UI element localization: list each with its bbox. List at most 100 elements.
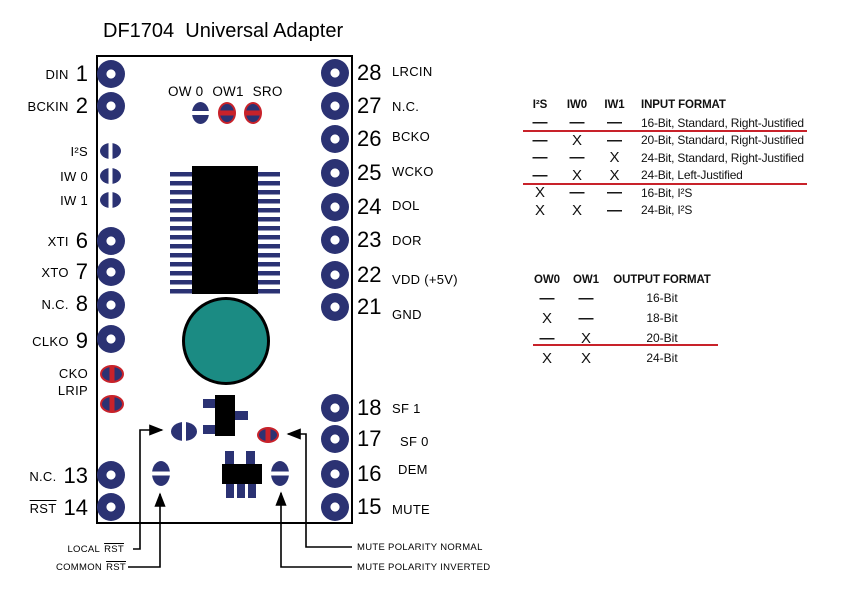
table-cell: 24-Bit, Standard, Right-Justified (641, 150, 804, 165)
pin-label: WCKO (392, 163, 434, 179)
table-cell: — (532, 131, 548, 149)
pad-hole-mute (321, 493, 349, 521)
pad-hole-nc13 (97, 461, 125, 489)
pad-hole-din (97, 60, 125, 88)
callout-text: LOCAL (67, 544, 101, 555)
pin-number: 14 (63, 495, 88, 520)
callout-rst-overline: RST (104, 544, 124, 555)
pin-label: GND (392, 306, 422, 322)
pin-number: 8 (75, 291, 88, 316)
crystal-component (182, 297, 270, 385)
table-cell: X (541, 309, 552, 327)
table-cell: — (569, 114, 585, 132)
table-cell: 18-Bit (646, 311, 678, 325)
ic-pins-right (257, 172, 280, 294)
right-pin-gnd: 21 GND (357, 293, 422, 322)
pin-label: DOL (392, 197, 420, 213)
jumper-pad-cko-closed (100, 365, 124, 383)
pad-hole-wcko (321, 159, 349, 187)
pad-hole-nc27 (321, 92, 349, 120)
small-ic-pin (246, 451, 255, 465)
pad-hole-clko (97, 325, 125, 353)
callout-text: MUTE POLARITY INVERTED (357, 562, 491, 573)
table-cell: X (534, 184, 545, 202)
pin-number: 15 (357, 494, 382, 519)
callout-rst-overline: RST (106, 562, 126, 573)
left-pin-iw1: IW 1 (0, 186, 88, 214)
small-ic-component (222, 464, 262, 484)
table-cell: 24-Bit (646, 351, 678, 365)
jumper-label-ow0: OW 0 (168, 84, 204, 99)
table-cell: X (541, 349, 552, 367)
pin-number: 7 (75, 259, 88, 284)
pin-label: LRCIN (392, 63, 433, 79)
input-table-divider-1 (523, 130, 807, 132)
pad-hole-rst (97, 493, 125, 521)
pin-number: 21 (357, 294, 382, 319)
page-title: DF1704 Universal Adapter (103, 20, 344, 42)
left-pin-nc13: N.C.13 (0, 462, 88, 490)
jumper-pad-common-rst (152, 461, 170, 486)
table-cell: — (569, 149, 585, 167)
pin-number: 16 (357, 461, 382, 486)
pin-number: 22 (357, 262, 382, 287)
left-pin-xto: XTO 7 (0, 258, 88, 286)
pin-label: CLKO (32, 333, 69, 349)
col-header-ow1: OW1 (573, 274, 599, 286)
pad-hole-nc8 (97, 291, 125, 319)
small-ic-pin (237, 483, 245, 498)
ic-chip (192, 166, 258, 294)
col-header-ow0: OW0 (534, 274, 560, 286)
transistor-pin (203, 425, 216, 434)
callout-mute-inverted: MUTE POLARITY INVERTED (357, 562, 490, 573)
ic-pins-left (170, 172, 193, 294)
jumper-pad-iw0 (100, 168, 121, 184)
table-cell: X (571, 131, 582, 149)
jumper-pad-mute-inverted (271, 461, 289, 486)
pin-label: SF 1 (392, 400, 421, 416)
pin-number: 26 (357, 126, 382, 151)
pin-number: 24 (357, 194, 382, 219)
table-cell: X (571, 201, 582, 219)
input-table-divider-2 (523, 183, 807, 185)
table-cell: X (609, 166, 620, 184)
table-cell: 20-Bit, Standard, Right-Justified (641, 133, 804, 148)
jumper-pad-sro-closed (244, 102, 262, 124)
pin-number: 17 (357, 426, 382, 451)
jumper-pad-mute-normal-closed (257, 427, 279, 443)
transistor-pin (203, 399, 216, 408)
table-cell: 16-Bit, I²S (641, 185, 693, 200)
left-pin-nc8: N.C. 8 (0, 290, 88, 318)
transistor-component (215, 395, 235, 436)
small-ic-pin (248, 483, 256, 498)
table-cell: — (607, 201, 622, 219)
col-header-iw1: IW1 (604, 99, 625, 111)
pad-hole-sf0 (321, 425, 349, 453)
jumper-pad-ow1-closed (218, 102, 236, 124)
pin-label: N.C. (41, 296, 69, 312)
output-format-table: OW0 OW1 OUTPUT FORMAT — — 16-Bit X — 18-… (523, 272, 723, 368)
pin-label: XTO (41, 264, 69, 280)
table-cell: 24-Bit, I²S (641, 203, 693, 218)
pin-label: LRIP (57, 382, 88, 398)
right-pin-dol: 24 DOL (357, 193, 420, 221)
table-cell: X (534, 201, 545, 219)
pin-label: N.C. (29, 468, 57, 484)
table-cell: 20-Bit (646, 331, 678, 345)
pin-number: 27 (357, 93, 382, 118)
pin-label: DIN (45, 66, 69, 82)
jumper-pad-ow0-open (192, 102, 209, 124)
table-cell: — (532, 166, 548, 184)
pad-hole-gnd (321, 293, 349, 321)
left-pin-lrip: LRIP (0, 376, 88, 404)
callout-mute-normal: MUTE POLARITY NORMAL (357, 542, 483, 553)
pin-label: XTI (47, 233, 69, 249)
